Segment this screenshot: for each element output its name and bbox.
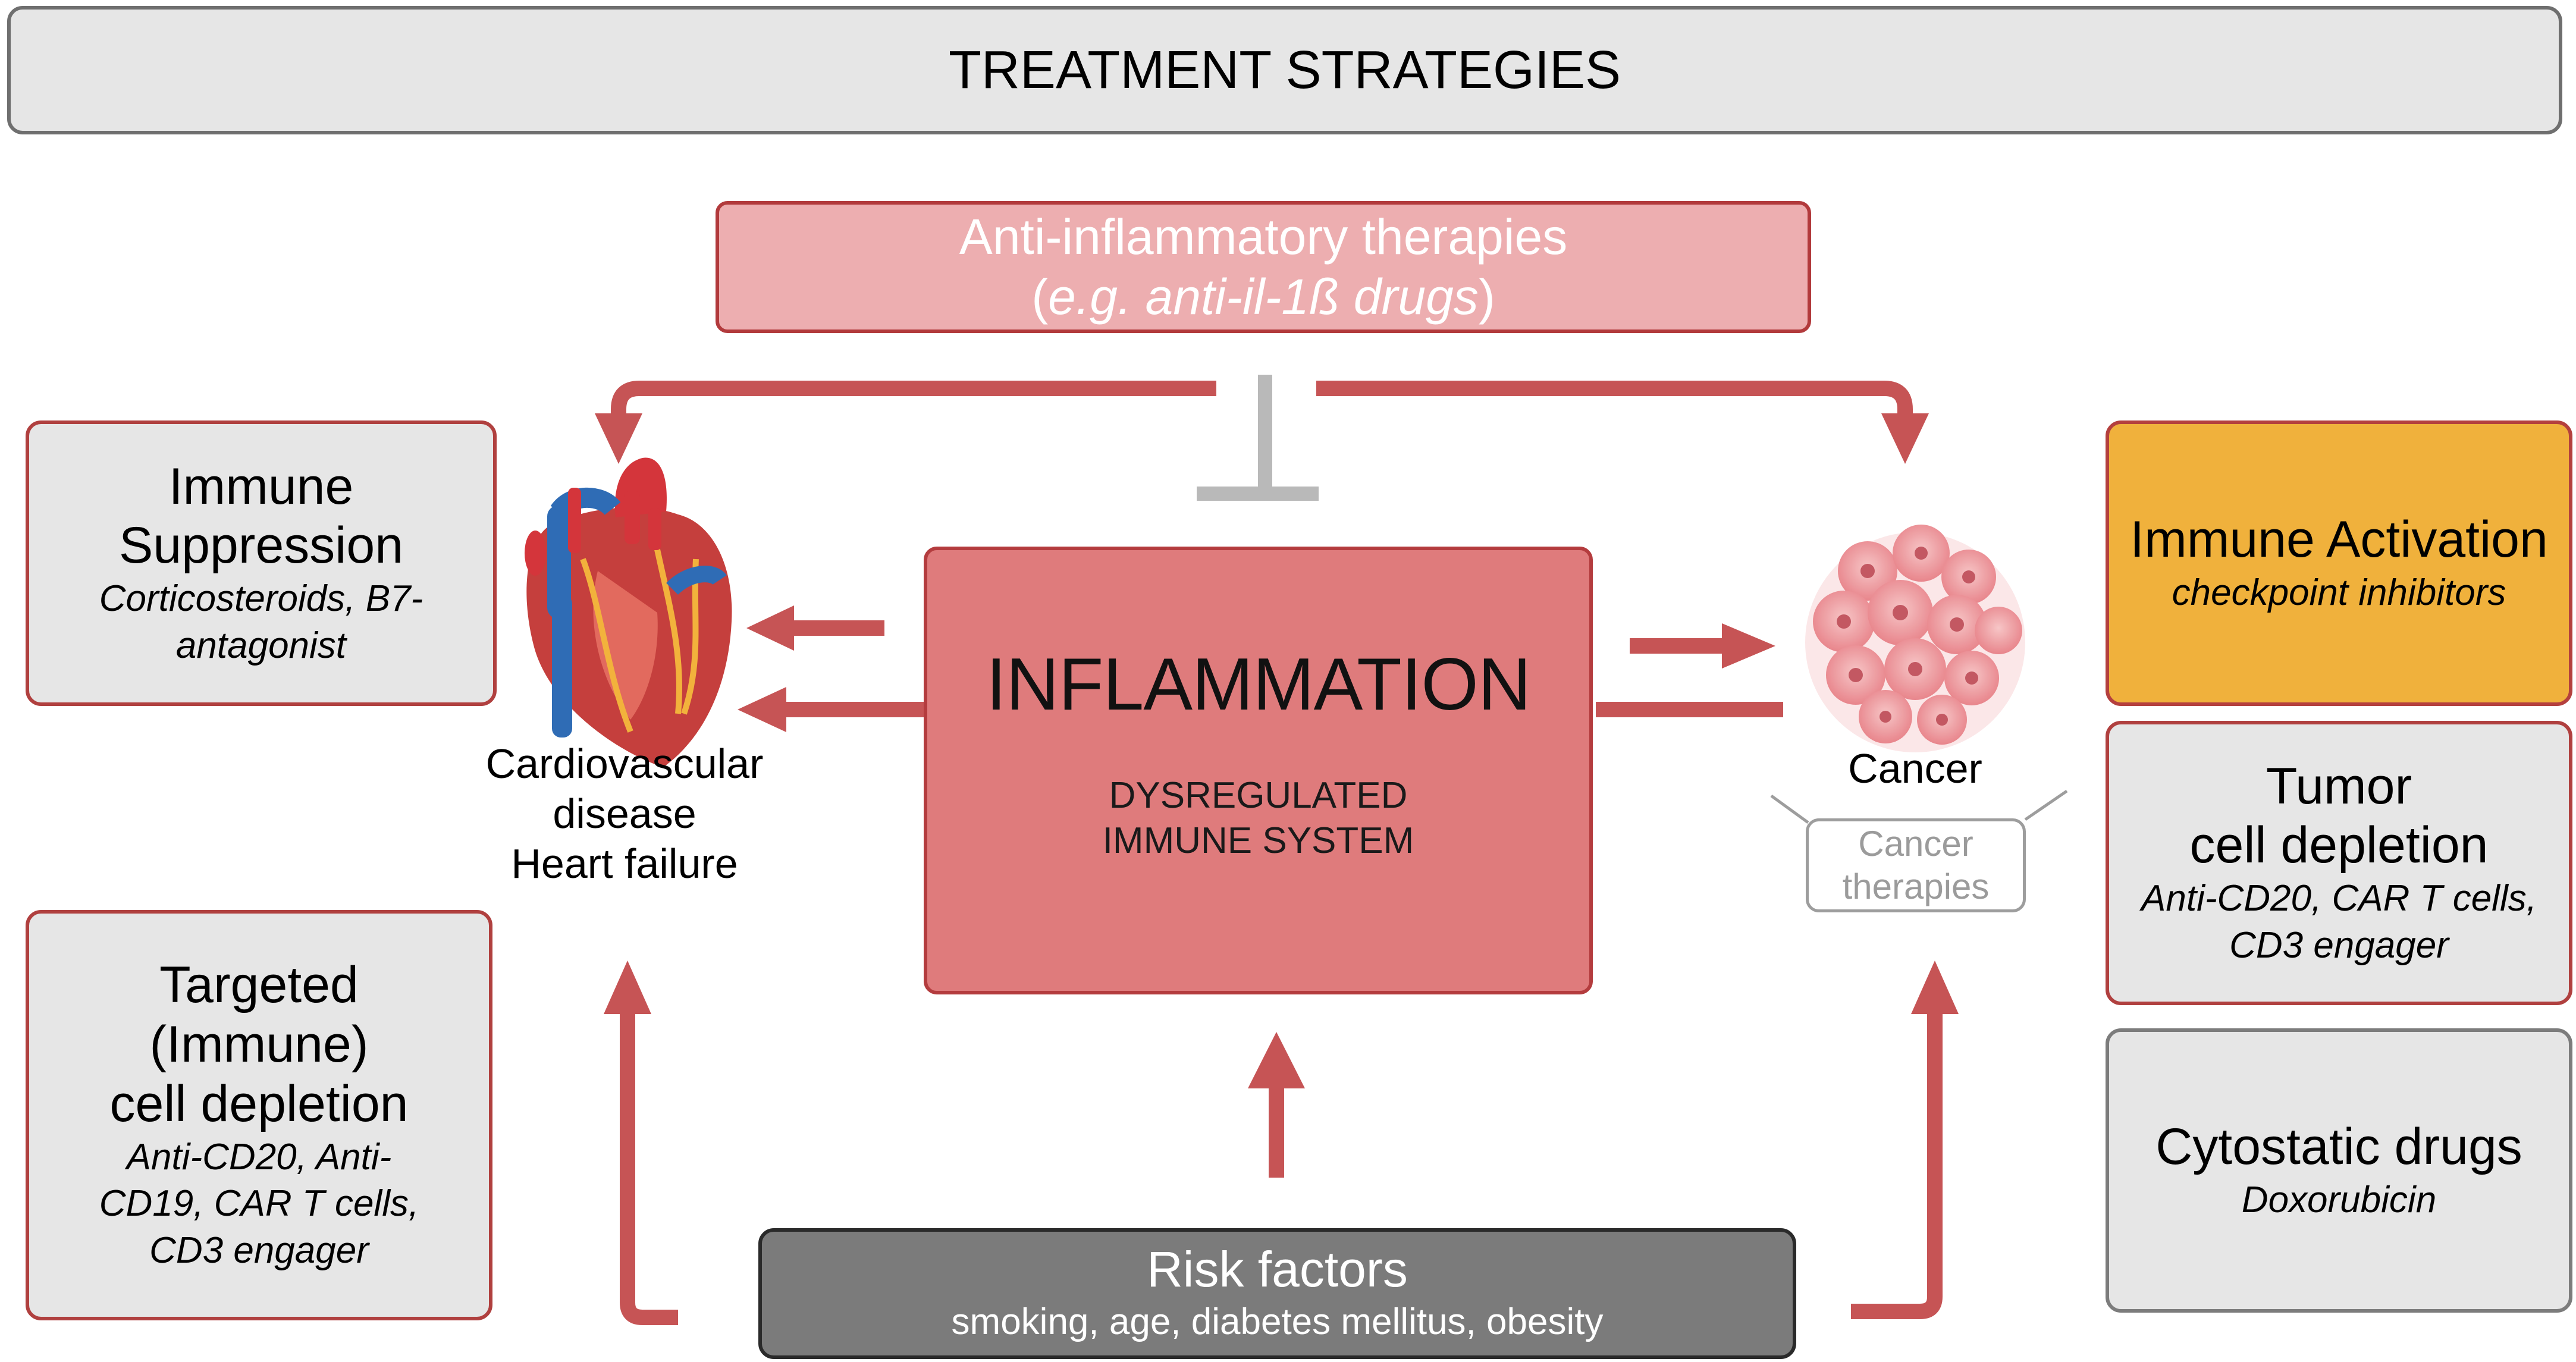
title-line: Targeted bbox=[159, 956, 359, 1014]
cardio-line: Heart failure bbox=[511, 840, 738, 887]
title-line: Immune bbox=[168, 457, 354, 515]
targeted-depletion-detail: Anti-CD20, Anti- CD19, CAR T cells, CD3 … bbox=[99, 1134, 419, 1275]
cancer-therapies-bracket bbox=[1770, 789, 2068, 824]
inflammation-box: INFLAMMATION DYSREGULATED IMMUNE SYSTEM bbox=[924, 547, 1593, 994]
arrow-cancer-upper-shaft bbox=[1630, 638, 1725, 654]
inflammation-subtitle: DYSREGULATED IMMUNE SYSTEM bbox=[927, 773, 1589, 863]
targeted-depletion-title: Targeted (Immune) cell depletion bbox=[109, 956, 408, 1134]
title-line: Suppression bbox=[118, 517, 404, 575]
tumor-depletion-box: Tumor cell depletion Anti-CD20, CAR T ce… bbox=[2106, 721, 2572, 1005]
top-left-arrowhead bbox=[595, 413, 642, 464]
detail-line: antagonist bbox=[175, 624, 347, 666]
subtitle-line: DYSREGULATED bbox=[1109, 775, 1408, 816]
heart-icon bbox=[525, 457, 732, 767]
anti-inflammatory-example: e.g. anti-il-1ß drugs bbox=[1048, 269, 1479, 325]
risk-right-head bbox=[1911, 961, 1959, 1014]
risk-left-path bbox=[620, 1011, 678, 1325]
immune-activation-box: Immune Activation checkpoint inhibitors bbox=[2106, 420, 2572, 706]
arrow-heart-upper-shaft bbox=[791, 620, 884, 636]
immune-activation-detail: checkpoint inhibitors bbox=[2172, 570, 2506, 617]
title-line: Cytostatic drugs bbox=[2155, 1118, 2522, 1175]
anti-inflammatory-title: Anti-inflammatory therapies bbox=[959, 209, 1568, 265]
top-right-arrowhead bbox=[1881, 413, 1929, 464]
title-line: (Immune) bbox=[149, 1016, 369, 1074]
line-cancer-lower bbox=[1596, 702, 1783, 717]
paren-close: ) bbox=[1478, 269, 1495, 325]
immune-activation-title: Immune Activation bbox=[2130, 510, 2548, 570]
risk-factors-box: Risk factors smoking, age, diabetes mell… bbox=[758, 1228, 1796, 1359]
cytostatic-detail: Doxorubicin bbox=[2242, 1177, 2436, 1224]
detail-line: Anti-CD20, Anti- bbox=[126, 1136, 392, 1178]
risk-left-head bbox=[604, 961, 651, 1014]
cardio-line: disease bbox=[553, 790, 696, 837]
risk-factors-list: smoking, age, diabetes mellitus, obesity bbox=[951, 1301, 1604, 1342]
cancer-label: Cancer bbox=[1848, 745, 1982, 792]
risk-center-shaft bbox=[1269, 1085, 1284, 1178]
immune-suppression-box: Immune Suppression Corticosteroids, B7- … bbox=[26, 420, 497, 706]
cytostatic-box: Cytostatic drugs Doxorubicin bbox=[2106, 1028, 2572, 1313]
risk-factors-title: Risk factors bbox=[1147, 1241, 1408, 1298]
cardio-line: Cardiovascular bbox=[485, 740, 764, 787]
tumor-depletion-detail: Anti-CD20, CAR T cells, CD3 engager bbox=[2141, 875, 2537, 969]
detail-line: CD19, CAR T cells, bbox=[99, 1183, 419, 1225]
inflammation-title: INFLAMMATION bbox=[986, 644, 1532, 726]
cancer-cells-icon bbox=[1805, 525, 2025, 752]
header-title: TREATMENT STRATEGIES bbox=[948, 40, 1621, 100]
risk-center-head bbox=[1248, 1032, 1305, 1088]
tumor-depletion-title: Tumor cell depletion bbox=[2189, 757, 2488, 876]
arrow-heart-upper-head bbox=[746, 605, 794, 651]
detail-line: Anti-CD20, CAR T cells, bbox=[2141, 878, 2537, 919]
anti-inflammatory-example-line: (e.g. anti-il-1ß drugs) bbox=[1031, 267, 1495, 327]
paren-open: ( bbox=[1031, 269, 1049, 325]
arrows-to-cancer bbox=[1596, 623, 1783, 717]
immune-suppression-title: Immune Suppression bbox=[119, 457, 403, 576]
risk-right-path bbox=[1851, 1011, 1943, 1319]
anti-inflammatory-box: Anti-inflammatory therapies (e.g. anti-i… bbox=[716, 201, 1811, 333]
top-left-branch bbox=[611, 381, 1216, 416]
detail-line: CD3 engager bbox=[149, 1229, 369, 1271]
header-bar: TREATMENT STRATEGIES bbox=[7, 6, 2562, 134]
detail-line: checkpoint inhibitors bbox=[2172, 572, 2506, 613]
cancer-therapies-line: Cancer bbox=[1858, 824, 1973, 864]
arrow-heart-lower-shaft bbox=[785, 702, 924, 717]
subtitle-line: IMMUNE SYSTEM bbox=[1102, 820, 1414, 861]
title-line: Tumor bbox=[2266, 757, 2412, 815]
detail-line: Doxorubicin bbox=[2241, 1179, 2437, 1220]
cancer-therapies-box: Cancer therapies bbox=[1806, 818, 2026, 912]
title-line: Immune Activation bbox=[2130, 510, 2548, 568]
cancer-therapies-line: therapies bbox=[1842, 867, 1990, 906]
detail-line: Corticosteroids, B7- bbox=[99, 578, 423, 620]
arrows-to-heart bbox=[738, 605, 924, 732]
immune-suppression-detail: Corticosteroids, B7- antagonist bbox=[99, 576, 423, 669]
arrow-cancer-upper-head bbox=[1722, 623, 1775, 669]
top-right-branch bbox=[1316, 381, 1913, 416]
top-split-arrows bbox=[595, 381, 1929, 464]
arrow-heart-lower-head bbox=[738, 687, 786, 732]
cytostatic-title: Cytostatic drugs bbox=[2155, 1118, 2522, 1177]
targeted-depletion-box: Targeted (Immune) cell depletion Anti-CD… bbox=[26, 910, 492, 1320]
risk-arrows bbox=[604, 961, 1959, 1325]
cardiovascular-label: Cardiovascular disease Heart failure bbox=[452, 739, 797, 889]
inhibition-symbol bbox=[1197, 375, 1319, 501]
title-line: cell depletion bbox=[2189, 817, 2489, 874]
detail-line: CD3 engager bbox=[2229, 924, 2449, 966]
title-line: cell depletion bbox=[109, 1075, 409, 1132]
